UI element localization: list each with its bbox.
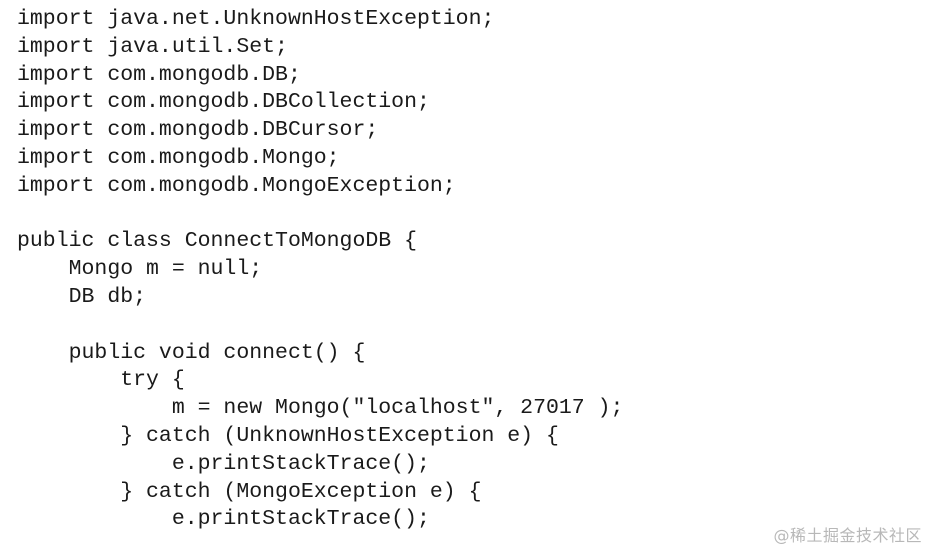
code-line: import com.mongodb.Mongo; xyxy=(17,145,340,170)
code-line: import com.mongodb.DB; xyxy=(17,62,301,87)
watermark: @稀土掘金技术社区 xyxy=(773,526,922,545)
code-line: import java.net.UnknownHostException; xyxy=(17,7,495,31)
code-line: public class ConnectToMongoDB { xyxy=(17,229,417,254)
code-line: } catch (UnknownHostException e) { xyxy=(17,423,559,448)
code-line: import com.mongodb.MongoException; xyxy=(17,173,456,198)
code-line: e.printStackTrace(); xyxy=(17,451,430,476)
code-line: DB db; xyxy=(17,284,147,309)
code-line: public void connect() { xyxy=(17,340,366,365)
code-line: import com.mongodb.DBCursor; xyxy=(17,118,379,143)
code-line: import java.util.Set; xyxy=(17,34,288,59)
code-line xyxy=(17,312,623,340)
code-line: e.printStackTrace(); xyxy=(17,507,430,532)
code-line xyxy=(17,201,623,229)
code-line: } catch (MongoException e) { xyxy=(17,479,482,504)
code-line: try { xyxy=(17,368,185,393)
code-line: m = new Mongo("localhost", 27017 ); xyxy=(17,396,624,421)
code-line: Mongo m = null; xyxy=(17,257,263,282)
code-line: import com.mongodb.DBCollection; xyxy=(17,90,430,115)
code-listing: import java.net.UnknownHostException; imp… xyxy=(17,6,623,534)
